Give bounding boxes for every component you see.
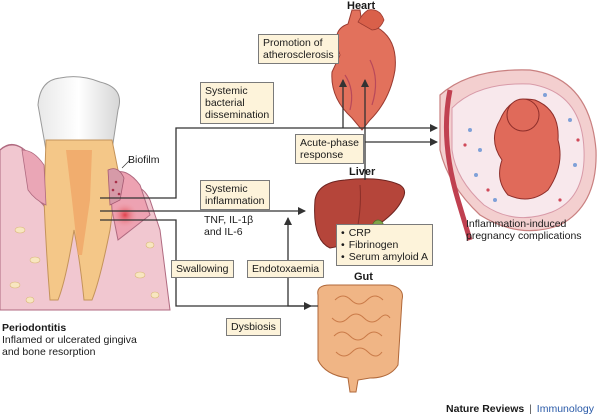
dissemination-line-1: Systemic <box>205 85 248 97</box>
journal-field: Immunology <box>536 403 594 415</box>
fibrinogen-item: Fibrinogen <box>341 239 428 251</box>
biofilm-label: Biofilm <box>128 154 160 166</box>
bacterial-dissemination-box: Systemic bacterial dissemination <box>200 82 275 124</box>
liver-products-box: CRP Fibrinogen Serum amyloid A <box>336 224 434 266</box>
periodontitis-line-2: and bone resorption <box>2 346 96 358</box>
systemic-inflammation-box: Systemic inflammation <box>200 180 270 210</box>
pregnancy-line-2: pregnancy complications <box>466 230 582 242</box>
gut-illustration <box>317 284 403 393</box>
dysbiosis-box: Dysbiosis <box>226 318 281 336</box>
credit-separator: | <box>529 403 532 415</box>
journal-credit: Nature Reviews | Immunology <box>446 403 594 415</box>
gut-title: Gut <box>354 271 373 283</box>
fetus-illustration <box>439 69 597 241</box>
journal-name: Nature Reviews <box>446 403 525 415</box>
swallowing-box: Swallowing <box>171 260 234 278</box>
cytokines-line-1: TNF, IL-1β <box>204 214 254 226</box>
liver-title: Liver <box>349 166 376 178</box>
atherosclerosis-line-2: atherosclerosis <box>263 49 334 61</box>
heart-illustration <box>331 9 396 131</box>
acute-phase-box: Acute-phase response <box>295 134 364 164</box>
cytokines-line-2: and IL-6 <box>204 226 243 238</box>
pathway-arrows <box>100 79 438 310</box>
dissemination-line-2: bacterial <box>205 97 245 109</box>
atherosclerosis-box: Promotion of atherosclerosis <box>258 34 339 64</box>
pregnancy-line-1: Inflammation-induced <box>466 218 567 230</box>
periodontitis-title: Periodontitis <box>2 322 67 334</box>
dissemination-line-3: dissemination <box>205 109 270 121</box>
tooth-illustration <box>0 76 171 311</box>
pregnancy-caption: Inflammation-induced pregnancy complicat… <box>466 218 582 242</box>
periodontitis-caption: Periodontitis Inflamed or ulcerated ging… <box>2 322 137 358</box>
endotoxaemia-box: Endotoxaemia <box>247 260 325 278</box>
cytokines-label: TNF, IL-1β and IL-6 <box>204 214 253 238</box>
atherosclerosis-line-1: Promotion of <box>263 37 323 49</box>
heart-title: Heart <box>347 0 376 12</box>
systemic-inflammation-line-1: Systemic <box>205 183 248 195</box>
serum-amyloid-item: Serum amyloid A <box>341 251 428 263</box>
systemic-inflammation-line-2: inflammation <box>205 195 265 207</box>
acute-phase-line-2: response <box>300 149 344 161</box>
crp-item: CRP <box>341 227 428 239</box>
acute-phase-line-1: Acute-phase <box>300 137 359 149</box>
periodontitis-line-1: Inflamed or ulcerated gingiva <box>2 334 137 346</box>
